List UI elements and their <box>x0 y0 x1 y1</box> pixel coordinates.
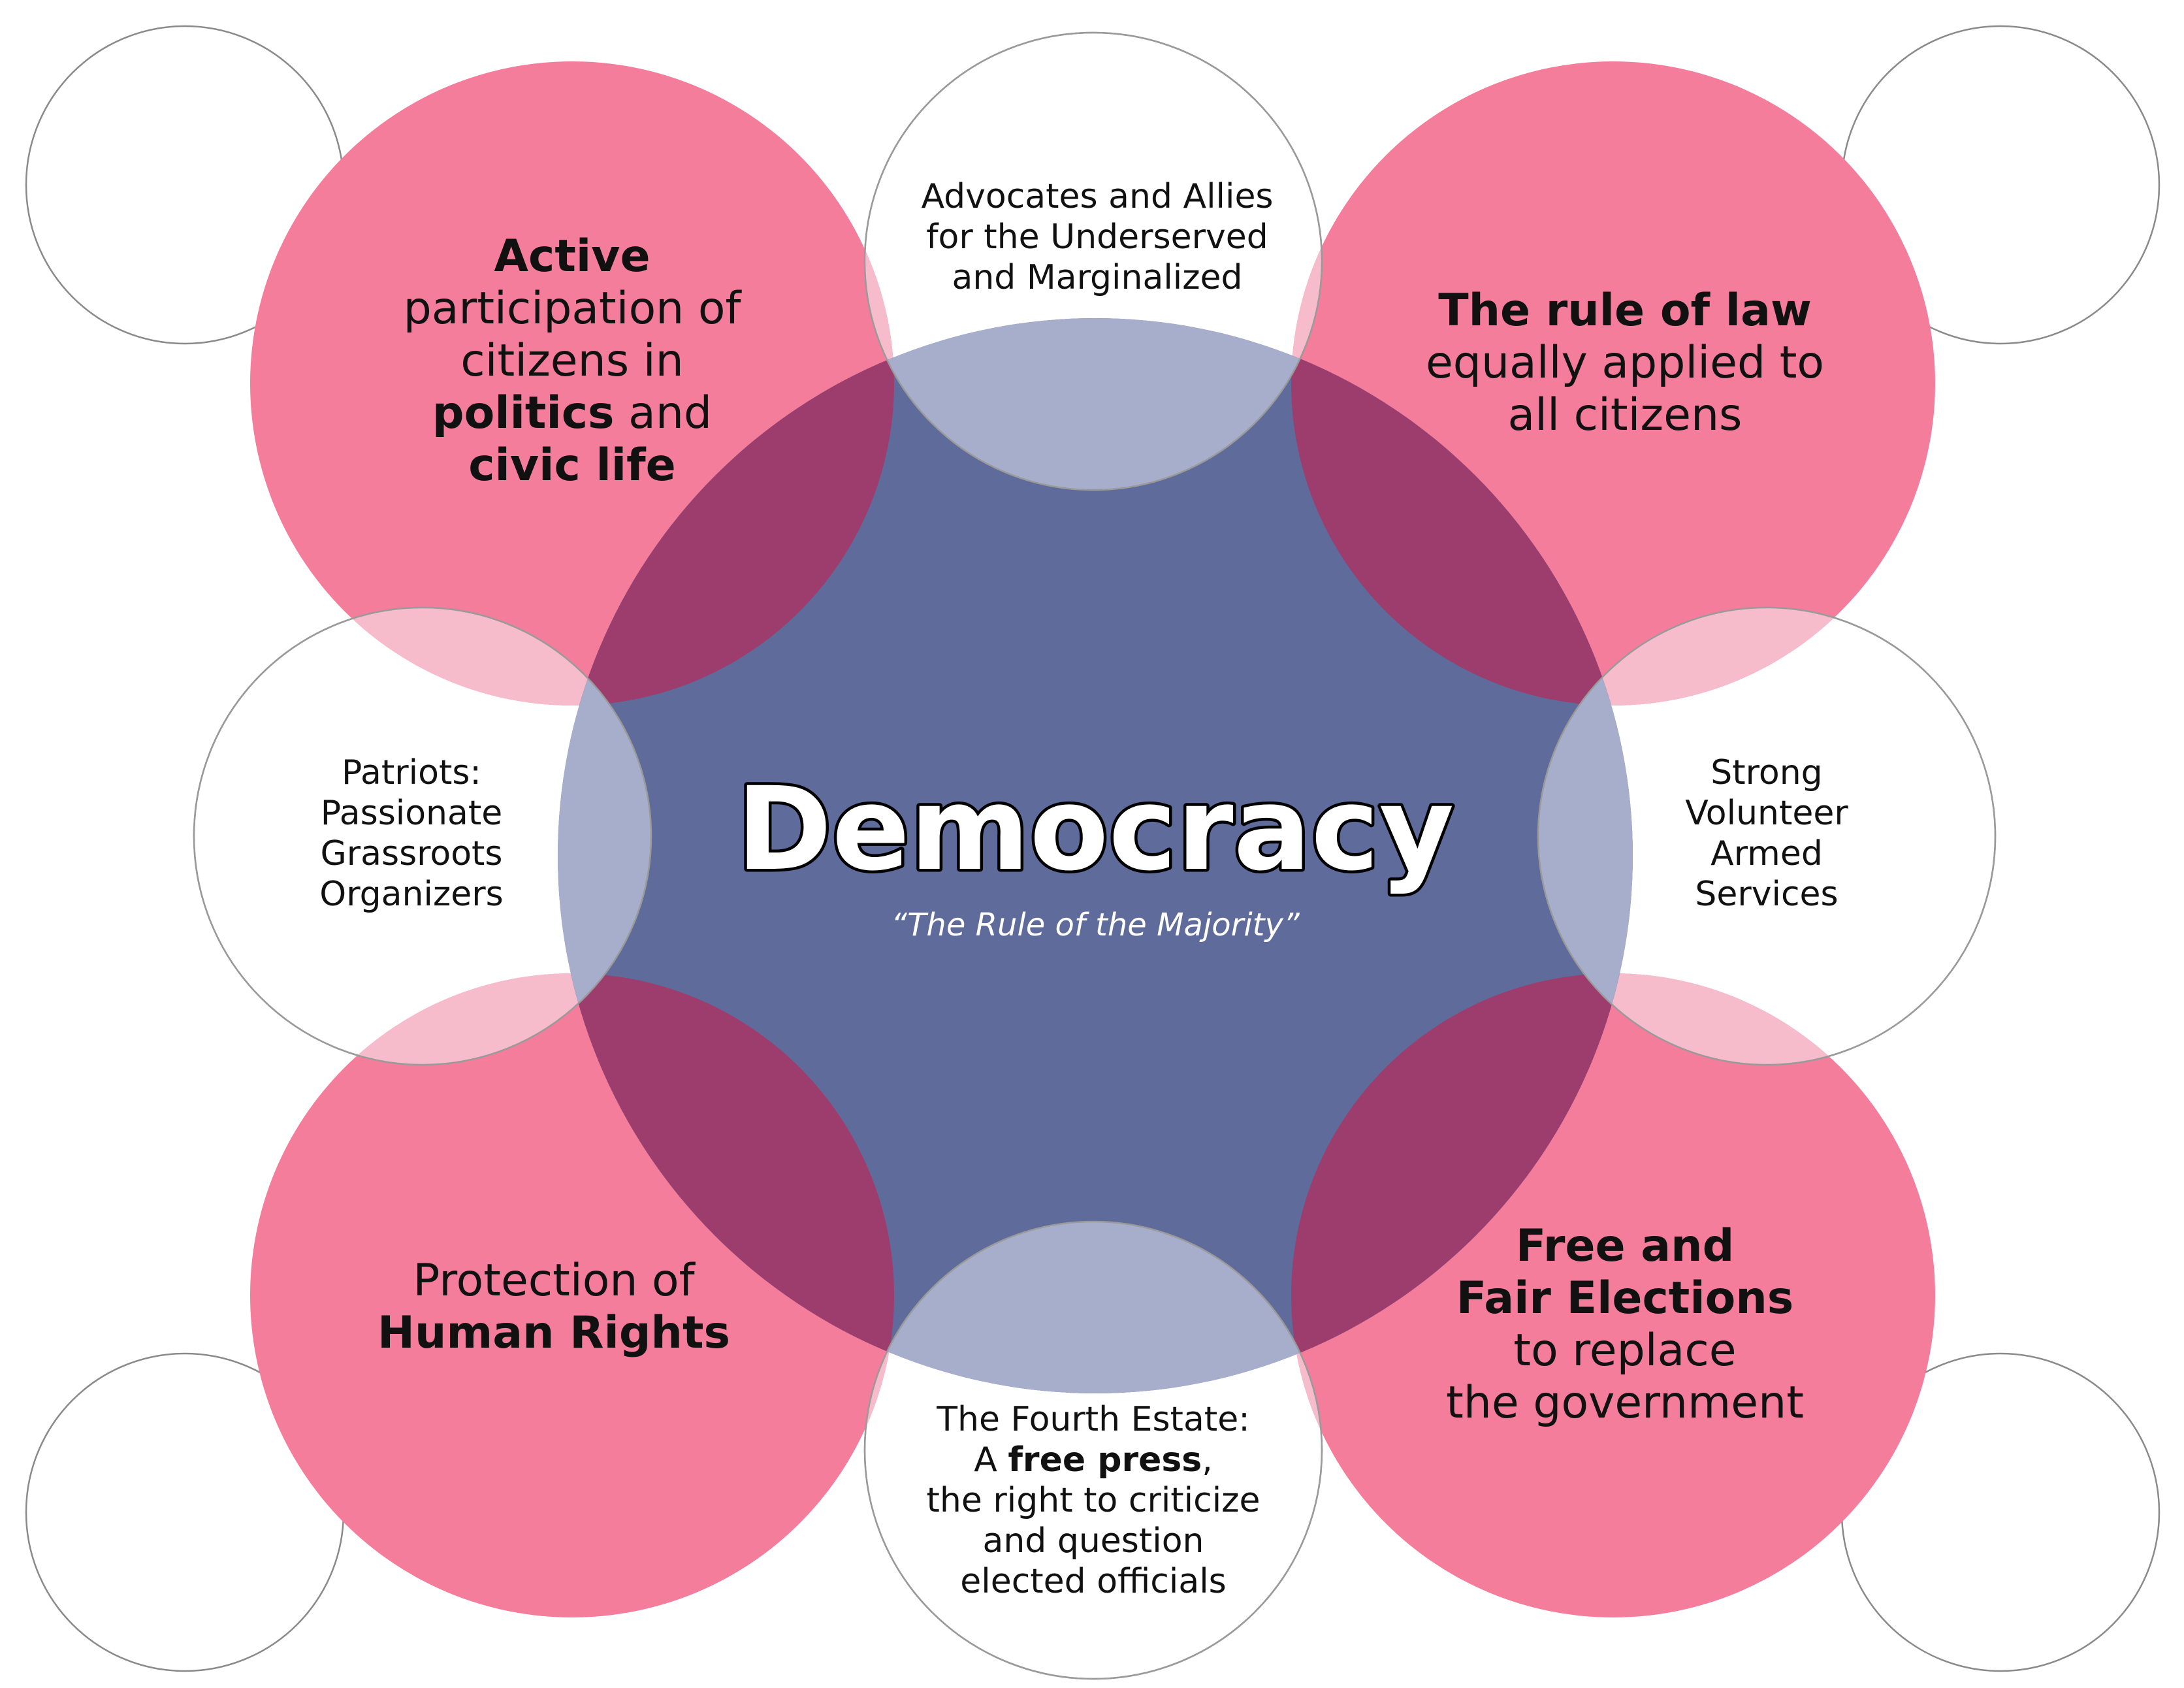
text-run: A <box>974 1440 1008 1480</box>
text-run: elected officials <box>960 1562 1226 1601</box>
bold-run: The rule of law <box>1438 285 1812 336</box>
label-line: Passionate <box>321 794 503 833</box>
label-line: Free and <box>1516 1220 1735 1272</box>
label-line: all citizens <box>1508 389 1742 441</box>
center-title: Democracy <box>737 762 1454 896</box>
bold-run: civic life <box>468 440 676 491</box>
label-line: the government <box>1446 1377 1804 1429</box>
label-line: Strong <box>1710 753 1822 792</box>
bold-run: Human Rights <box>377 1307 730 1359</box>
label-line: Services <box>1695 875 1838 914</box>
label-line: citizens in <box>460 335 684 387</box>
text-run: participation of <box>404 283 743 334</box>
text-run: for the Underserved <box>926 218 1268 257</box>
text-run: and question <box>982 1521 1204 1561</box>
label-line: The rule of law <box>1438 285 1812 336</box>
label-line: politics and <box>432 387 712 439</box>
text-run: Advocates and Allies <box>921 177 1273 216</box>
bold-run: free press <box>1008 1440 1202 1480</box>
label-line: and Marginalized <box>952 258 1242 297</box>
white-circle-outlines <box>193 31 1997 1680</box>
label-line: Human Rights <box>377 1307 730 1359</box>
label-line: Advocates and Allies <box>921 177 1273 216</box>
label-line: The Fourth Estate: <box>936 1400 1249 1439</box>
label-line: participation of <box>404 283 743 334</box>
text-run: Services <box>1695 875 1838 914</box>
text-run: and Marginalized <box>952 258 1242 297</box>
text-run: and <box>615 387 713 439</box>
bold-run: politics <box>432 387 615 439</box>
label-line: A free press, <box>974 1440 1213 1480</box>
text-run: The Fourth Estate: <box>936 1400 1249 1439</box>
bold-run: Active <box>494 231 650 282</box>
bold-run: Fair Elections <box>1456 1273 1793 1324</box>
text-run: the government <box>1446 1377 1804 1429</box>
text-run: citizens in <box>460 335 684 387</box>
text-run: Passionate <box>321 794 503 833</box>
label-line: Grassroots <box>320 834 502 873</box>
center-subtitle: “The Rule of the Majority” <box>891 907 1300 943</box>
text-run: Volunteer <box>1685 794 1848 833</box>
label-line: Organizers <box>319 875 503 914</box>
text-run: Protection of <box>413 1255 696 1307</box>
label-white-bottom: The Fourth Estate:A free press,the right… <box>927 1400 1261 1601</box>
label-line: elected officials <box>960 1562 1226 1601</box>
text-run: the right to criticize <box>927 1481 1261 1520</box>
text-run: Armed <box>1710 834 1823 873</box>
text-run: Strong <box>1710 753 1822 792</box>
label-line: and question <box>982 1521 1204 1561</box>
overlap-white-center <box>558 318 1633 1393</box>
label-line: civic life <box>468 440 676 491</box>
text-run: all citizens <box>1508 389 1742 441</box>
label-line: for the Underserved <box>926 218 1268 257</box>
label-line: Active <box>494 231 650 282</box>
label-line: to replace <box>1513 1325 1736 1376</box>
text-run: equally applied to <box>1426 337 1824 389</box>
label-line: Volunteer <box>1685 794 1848 833</box>
text-run: , <box>1202 1440 1213 1480</box>
text-run: Organizers <box>319 875 503 914</box>
label-line: Protection of <box>413 1255 696 1307</box>
text-run: Patriots: <box>342 753 481 792</box>
bold-run: Free and <box>1516 1220 1735 1272</box>
label-line: Patriots: <box>342 753 481 792</box>
text-run: Grassroots <box>320 834 502 873</box>
label-line: Armed <box>1710 834 1823 873</box>
label-line: Fair Elections <box>1456 1273 1793 1324</box>
label-line: equally applied to <box>1426 337 1824 389</box>
label-line: the right to criticize <box>927 1481 1261 1520</box>
text-run: to replace <box>1513 1325 1736 1376</box>
